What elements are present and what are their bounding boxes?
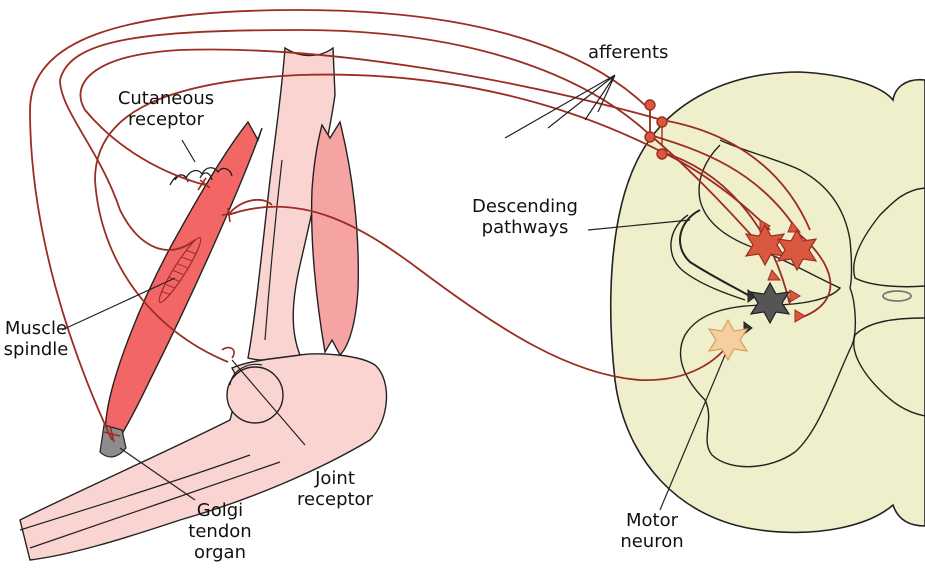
triceps-muscle [312, 122, 359, 355]
receptor-ending-icon [222, 348, 234, 358]
label-afferents: afferents [588, 42, 668, 63]
golgi-line-1: Golgi [185, 500, 255, 521]
elbow-joint [227, 367, 283, 423]
cutaneous-line-1: Cutaneous [106, 88, 226, 109]
spindle-line-2: spindle [0, 339, 72, 360]
synapse-terminal-icon [657, 117, 667, 127]
joint-line-1: Joint [290, 468, 380, 489]
golgi-line-2: tendon [185, 521, 255, 542]
cutaneous-line-2: receptor [106, 109, 226, 130]
motor-line-2: neuron [612, 531, 692, 552]
descending-line-1: Descending [460, 196, 590, 217]
spindle-line-1: Muscle [0, 318, 72, 339]
afferents-text: afferents [588, 42, 668, 63]
golgi-line-3: organ [185, 542, 255, 563]
label-muscle-spindle: Muscle spindle [0, 318, 72, 360]
label-descending-pathways: Descending pathways [460, 196, 590, 238]
synapse-terminal-icon [657, 149, 667, 159]
motor-line-1: Motor [612, 510, 692, 531]
label-cutaneous-receptor: Cutaneous receptor [106, 88, 226, 130]
afferents-pointer [505, 75, 615, 138]
synapse-terminal-icon [645, 100, 655, 110]
cutaneous-pointer [182, 140, 195, 162]
joint-line-2: receptor [290, 489, 380, 510]
label-golgi-tendon-organ: Golgi tendon organ [185, 500, 255, 563]
synapse-terminal-icon [645, 132, 655, 142]
label-joint-receptor: Joint receptor [290, 468, 380, 510]
descending-line-2: pathways [460, 217, 590, 238]
label-motor-neuron: Motor neuron [612, 510, 692, 552]
